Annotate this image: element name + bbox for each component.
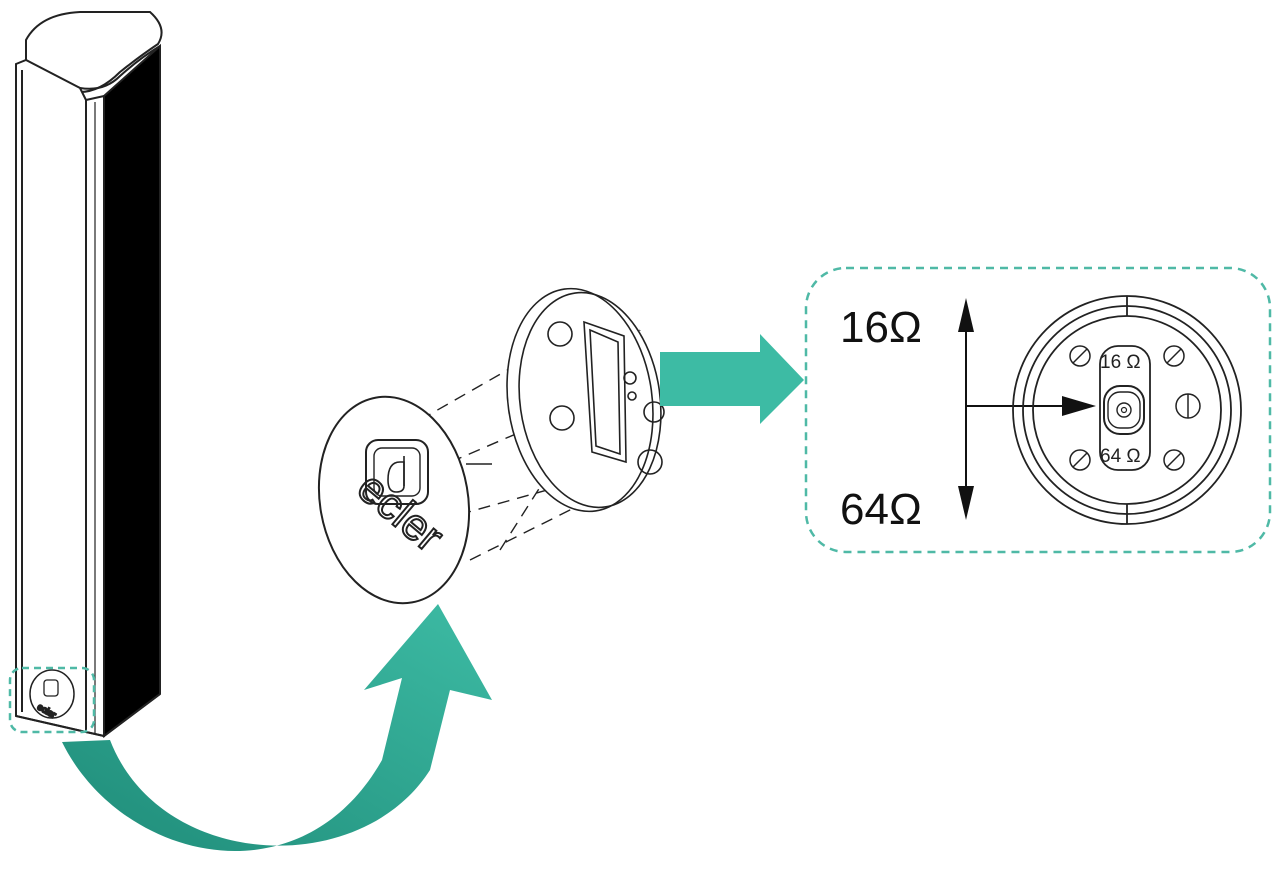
socket-plate bbox=[506, 287, 665, 513]
selector-top-label: 16 Ω bbox=[1100, 352, 1141, 373]
column-speaker: ecler bbox=[15, 11, 163, 738]
base-logo: ecler bbox=[29, 669, 75, 721]
callout-box bbox=[804, 266, 1272, 554]
connector-assembly: ecler bbox=[317, 287, 665, 605]
impedance-high-label: 16Ω bbox=[840, 303, 922, 352]
impedance-selector-dial bbox=[1012, 295, 1242, 525]
base-highlight-box bbox=[8, 666, 96, 734]
up-down-arrow-icon bbox=[958, 298, 1096, 520]
teal-arrow-icon bbox=[660, 334, 804, 424]
screw-holes bbox=[1069, 345, 1201, 471]
impedance-low-label: 64Ω bbox=[840, 485, 922, 534]
selector-bottom-label: 64 Ω bbox=[1100, 446, 1141, 467]
logo-disc: ecler bbox=[317, 395, 492, 605]
teal-curved-arrow-icon bbox=[62, 604, 492, 852]
